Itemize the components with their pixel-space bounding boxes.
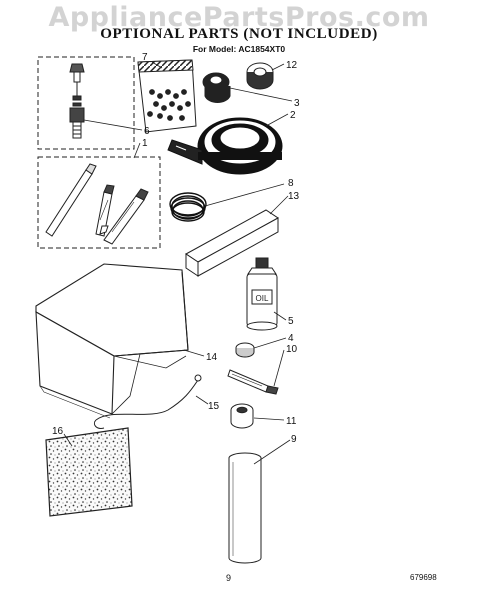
small-tape-roll [246, 62, 274, 90]
callout-12: 12 [286, 60, 298, 71]
callout-1: 1 [142, 138, 148, 149]
leader-lines [63, 61, 293, 465]
page-number: 9 [226, 573, 232, 583]
drain-cord [93, 374, 202, 429]
callout-3: 3 [294, 98, 300, 109]
callout-10: 10 [286, 344, 298, 355]
foam-strip-roll [202, 72, 231, 104]
foam-block [185, 209, 279, 277]
callout-numbers: 7 12 3 2 6 1 8 13 5 4 10 14 15 11 9 16 [52, 52, 300, 445]
oil-label: OIL [256, 294, 269, 303]
callout-11: 11 [286, 416, 297, 427]
sealant-tube [227, 369, 279, 395]
wire-coil [169, 192, 207, 222]
callout-5: 5 [288, 316, 294, 327]
watermark: AppliancePartsPros.com [48, 2, 430, 33]
diagram-title: OPTIONAL PARTS (NOT INCLUDED) [100, 26, 378, 42]
small-roll [230, 403, 254, 429]
callout-8: 8 [288, 178, 294, 189]
cabinet-cover [35, 263, 189, 419]
callout-2: 2 [290, 110, 296, 121]
callout-4: 4 [288, 333, 294, 344]
callout-6: 6 [144, 126, 150, 137]
kit-box-6 [37, 56, 135, 150]
fastener-bag [137, 59, 197, 133]
valve-fitting-assembly [69, 63, 85, 139]
callout-14: 14 [206, 352, 218, 363]
aerosol-can [228, 452, 262, 564]
small-cap [235, 342, 255, 358]
model-subtitle: For Model: AC1854XT0 [192, 44, 286, 54]
seal-tape-coil [167, 117, 283, 175]
filter-pad [45, 427, 133, 517]
callout-15: 15 [208, 401, 220, 412]
kit-box-1 [37, 156, 161, 249]
callout-7: 7 [142, 52, 148, 63]
document-number: 679698 [410, 573, 437, 582]
tube-kit [45, 163, 149, 245]
callout-9: 9 [291, 434, 297, 445]
callout-16: 16 [52, 426, 64, 437]
callout-13: 13 [288, 191, 300, 202]
oil-bottle: OIL [246, 257, 278, 331]
